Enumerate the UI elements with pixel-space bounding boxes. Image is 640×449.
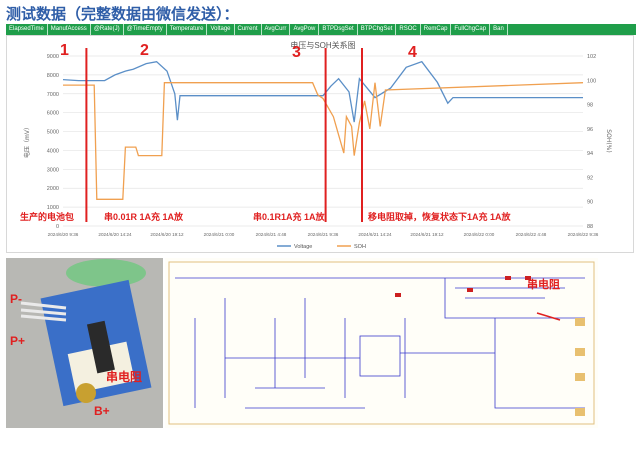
segment-3-number: 3	[292, 44, 301, 61]
header-column: ElapsedTime	[6, 24, 48, 35]
y-tick-label-left: 8000	[47, 73, 59, 79]
segment-1-note: 生产的电池包	[20, 212, 75, 222]
segment-2-note: 串0.01R 1A充 1A放	[104, 212, 184, 222]
header-column: BTPDsgSet	[319, 24, 358, 35]
y-tick-label-right: 92	[587, 175, 593, 181]
x-tick-label: 2024/6/21 19:12	[410, 232, 444, 237]
y-tick-label-right: 98	[587, 103, 593, 109]
y-tick-label-left: 0	[56, 224, 59, 230]
p-minus-label: P-	[10, 292, 22, 306]
segment-4-note: 移电阻取掉，恢复状态下1A充 1A放	[368, 212, 511, 222]
page-title: 测试数据（完整数据由微信发送）：	[6, 5, 239, 23]
header-column: RSOC	[396, 24, 421, 35]
x-tick-label: 2024/6/21 0:00	[204, 232, 235, 237]
y-axis-label-left: 电压（mV）	[23, 124, 31, 158]
x-tick-label: 2024/6/22 4:48	[516, 232, 547, 237]
battery-pack-drawing	[6, 258, 163, 428]
series-line-soh	[63, 82, 584, 200]
header-column: Current	[235, 24, 262, 35]
x-tick-label: 2024/6/21 9:36	[308, 232, 339, 237]
segment-2-number: 2	[140, 42, 149, 59]
battery-pack-photo: P- P+ B+ 串电阻	[6, 258, 163, 428]
legend-label: Voltage	[294, 244, 312, 250]
y-tick-label-left: 4000	[47, 148, 59, 154]
header-column: @Rate(J)	[91, 24, 124, 35]
x-tick-label: 2024/6/22 9:36	[568, 232, 599, 237]
chart-title: 电压与SOH关系图	[290, 40, 355, 50]
header-column: Ban	[490, 24, 508, 35]
header-column: RemCap	[421, 24, 452, 35]
y-tick-label-left: 5000	[47, 130, 59, 136]
y-tick-label-left: 6000	[47, 111, 59, 117]
y-tick-label-right: 96	[587, 127, 593, 133]
y-tick-label-right: 88	[587, 224, 593, 230]
y-tick-label-left: 7000	[47, 92, 59, 98]
x-tick-label: 2024/6/21 14:24	[358, 232, 392, 237]
y-tick-label-left: 9000	[47, 54, 59, 60]
y-axis-label-right: SOH(%)	[605, 129, 612, 152]
segment-3-note: 串0.1R1A充 1A放	[253, 212, 325, 222]
header-column: AvgPow	[290, 24, 320, 35]
header-column: Voltage	[207, 24, 235, 35]
schematic-resistor-label: 串电阻	[527, 279, 560, 291]
p-plus-label: P+	[10, 334, 26, 348]
chart-svg: 电压与SOH关系图 0 1000 2000 3000 4000 5000 6000 7000 80…	[23, 40, 612, 250]
header-column: ManufAccess	[48, 24, 91, 35]
y-tick-label-left: 2000	[47, 186, 59, 192]
circuit-schematic: 串电阻	[165, 258, 598, 428]
x-tick-label: 2024/6/20 9:36	[48, 232, 79, 237]
y-tick-label-right: 100	[587, 78, 596, 84]
x-tick-label: 2024/6/22 0:00	[464, 232, 495, 237]
b-plus-label: B+	[94, 404, 110, 418]
segment-4-number: 4	[408, 44, 417, 61]
header-column: Temperature	[167, 24, 208, 35]
legend-label: SOH	[354, 244, 366, 250]
segment-1-number: 1	[60, 42, 69, 59]
header-column: @TimeEmpty	[124, 24, 167, 35]
header-column: BTPChgSet	[358, 24, 397, 35]
header-column: FullChgCap	[451, 24, 491, 35]
schematic-drawing	[168, 261, 595, 425]
x-tick-label: 2024/6/20 19:12	[150, 232, 184, 237]
y-tick-label-right: 102	[587, 54, 596, 60]
x-tick-label: 2024/6/21 4:48	[256, 232, 287, 237]
series-line-voltage	[62, 60, 583, 123]
y-tick-label-left: 3000	[47, 167, 59, 173]
photo-resistor-label: 串电阻	[106, 370, 143, 384]
y-tick-label-left: 1000	[47, 205, 59, 211]
y-tick-label-right: 94	[587, 151, 593, 157]
x-tick-label: 2024/6/20 14:24	[98, 232, 132, 237]
voltage-soh-chart: 电压与SOH关系图 0 1000 2000 3000 4000 5000 6000 7000 80…	[6, 35, 634, 253]
y-tick-label-right: 90	[587, 200, 593, 206]
header-column: AvgCurr	[262, 24, 291, 35]
